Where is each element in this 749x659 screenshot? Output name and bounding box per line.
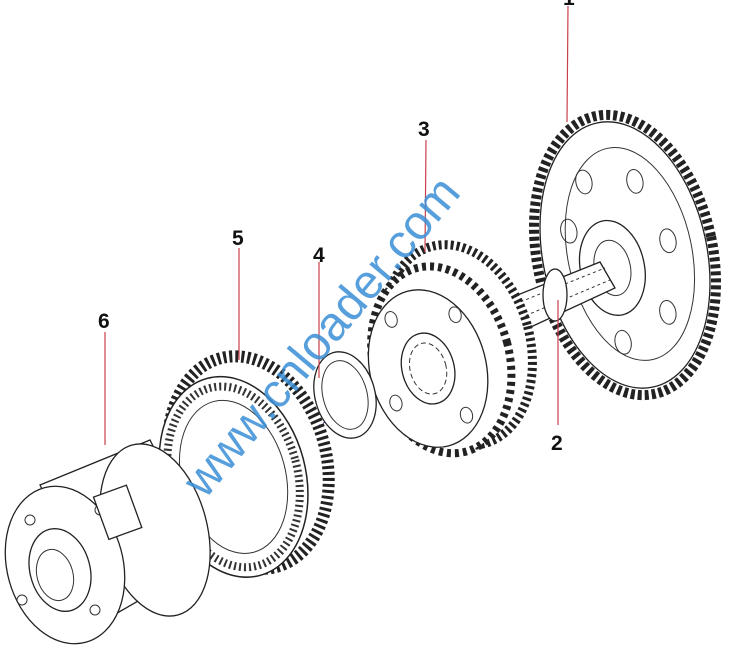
leader-line-1 <box>566 5 569 123</box>
part-6-differential-housing <box>4 439 211 645</box>
label-2: 2 <box>551 432 563 455</box>
leader-line-3 <box>424 139 427 253</box>
label-3: 3 <box>418 118 430 141</box>
leader-lines <box>104 5 569 445</box>
part-4-thrust-washer <box>313 351 377 439</box>
label-6: 6 <box>98 310 110 333</box>
part-3-planet-carrier <box>367 240 537 458</box>
label-5: 5 <box>232 227 244 250</box>
part-1-large-gear <box>529 109 721 401</box>
label-4: 4 <box>313 244 325 267</box>
label-1: 1 <box>563 0 575 10</box>
